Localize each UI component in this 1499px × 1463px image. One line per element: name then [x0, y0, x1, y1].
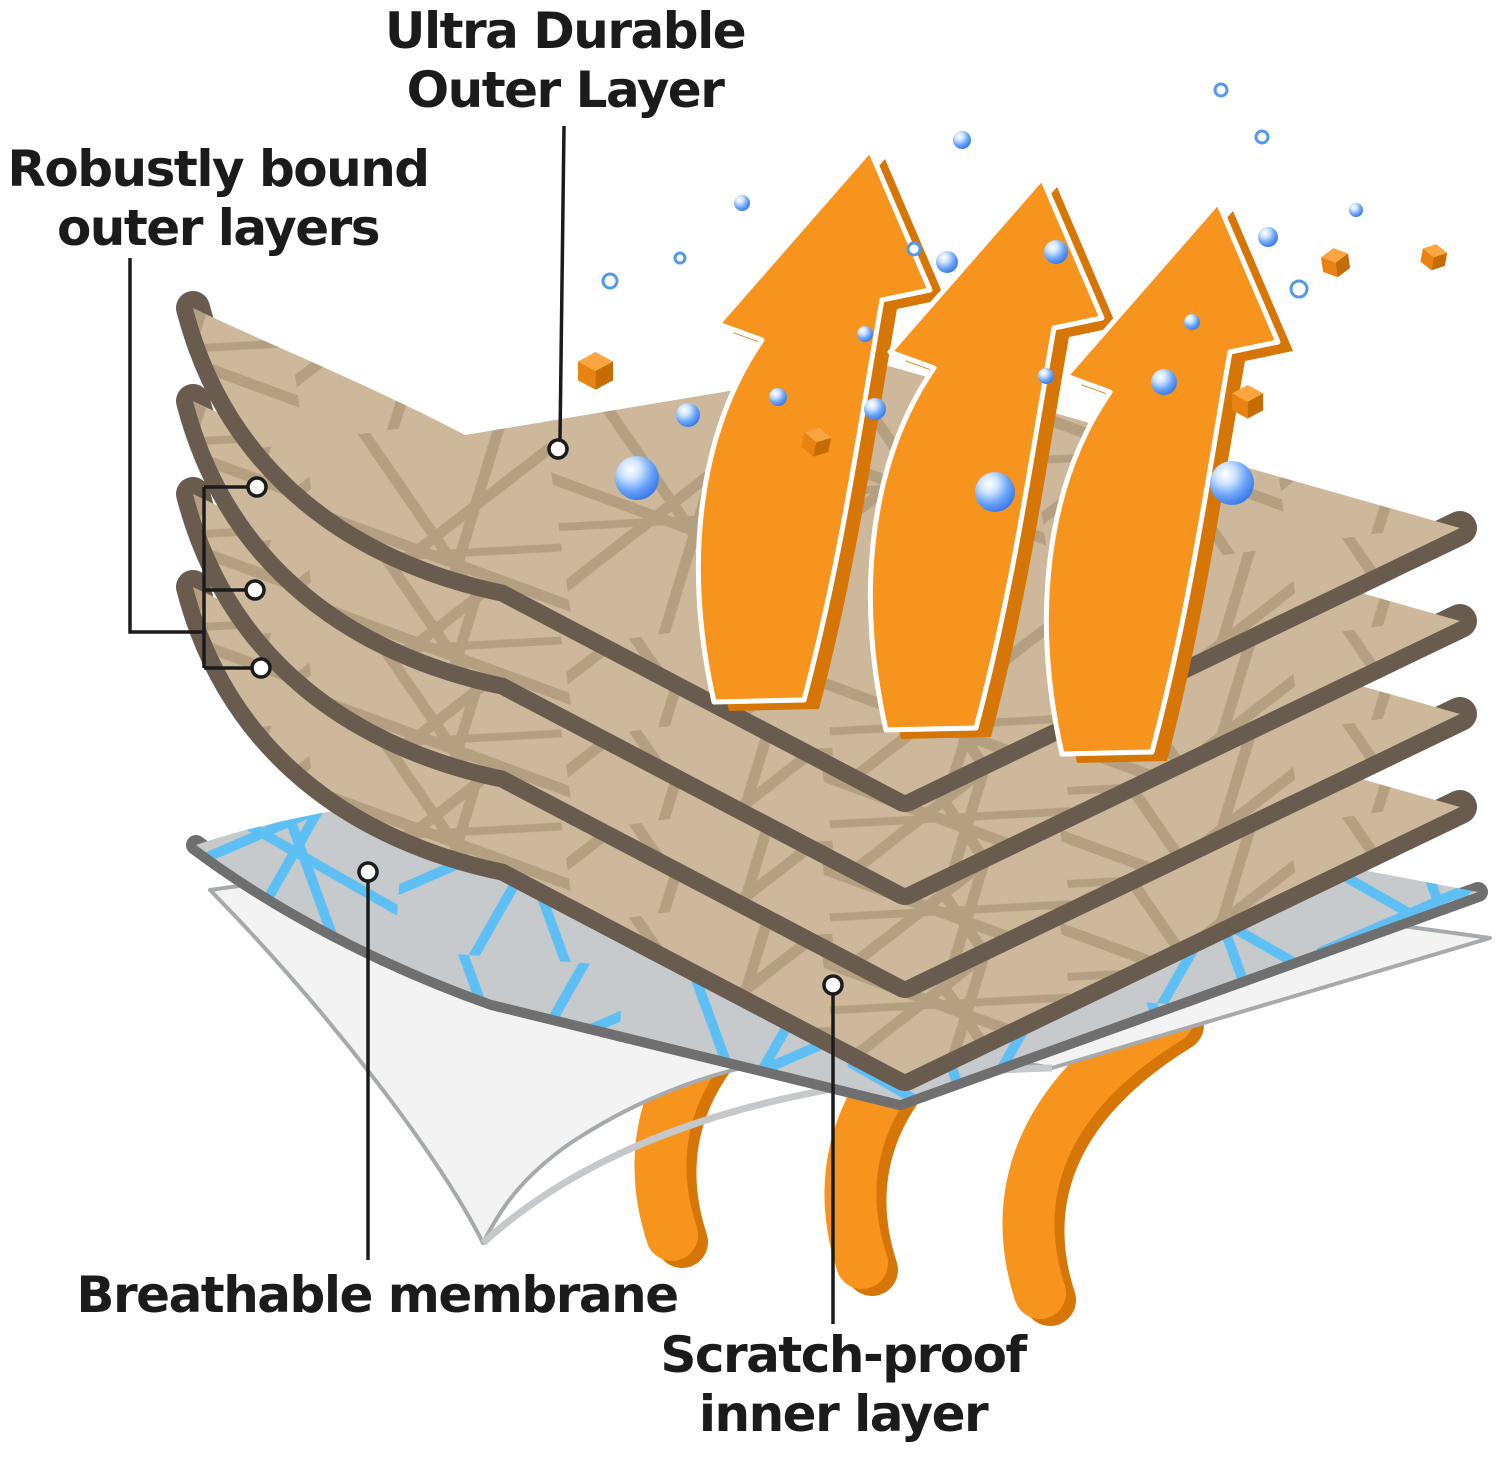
dirt-particle-cube	[1419, 242, 1449, 273]
label-breathable-membrane: Breathable membrane	[76, 1266, 679, 1325]
water-droplet	[975, 472, 1015, 512]
label-line: inner layer	[698, 1385, 989, 1443]
leader-dot-robust-3	[250, 657, 272, 679]
water-droplet	[936, 251, 958, 273]
dirt-particle-cube	[578, 352, 614, 390]
water-droplet	[769, 388, 787, 406]
label-line: Scratch-proof	[660, 1326, 1027, 1384]
water-droplet-outline	[1254, 129, 1270, 145]
label-ultra-durable-outer-layer: Ultra Durable Outer Layer	[384, 2, 747, 120]
leader-dot-robust-2	[244, 579, 266, 601]
leader-dot-robust-1	[246, 476, 268, 498]
label-scratch-proof-inner-layer: Scratch-proof inner layer	[660, 1326, 1027, 1444]
water-droplet	[1210, 461, 1254, 505]
leader-dot-breathable	[357, 861, 379, 883]
leader-line-ultra-durable	[558, 125, 566, 441]
water-droplet-outline	[1213, 82, 1229, 98]
water-droplet-outline	[906, 241, 922, 257]
label-line: Ultra Durable	[384, 2, 747, 60]
dirt-particle-cube	[1320, 246, 1352, 280]
label-line: Outer Layer	[406, 61, 725, 119]
label-line: outer layers	[56, 199, 381, 257]
label-line: Robustly bound	[7, 140, 430, 198]
water-droplet	[1151, 369, 1177, 395]
water-droplet	[857, 326, 873, 342]
water-droplet	[615, 456, 659, 500]
water-droplet	[1349, 203, 1363, 217]
water-droplet	[864, 398, 886, 420]
water-droplet	[676, 403, 700, 427]
water-droplet	[953, 131, 971, 149]
water-droplet-outline	[601, 272, 619, 290]
water-droplets	[601, 82, 1363, 512]
water-droplet	[734, 195, 750, 211]
leader-line-robust-bound	[128, 258, 252, 670]
water-droplet-outline	[1289, 279, 1309, 299]
label-line: Breathable membrane	[76, 1266, 679, 1324]
water-droplet	[1044, 240, 1068, 264]
water-droplet	[1258, 227, 1278, 247]
leader-dot-scratch-proof	[822, 974, 844, 996]
label-robustly-bound-outer-layers: Robustly bound outer layers	[7, 140, 430, 258]
water-droplet	[1038, 368, 1054, 384]
leader-dot-ultra-durable	[547, 438, 569, 460]
water-droplet	[1184, 314, 1200, 330]
water-droplet-outline	[673, 251, 687, 265]
annotations	[128, 125, 844, 1324]
